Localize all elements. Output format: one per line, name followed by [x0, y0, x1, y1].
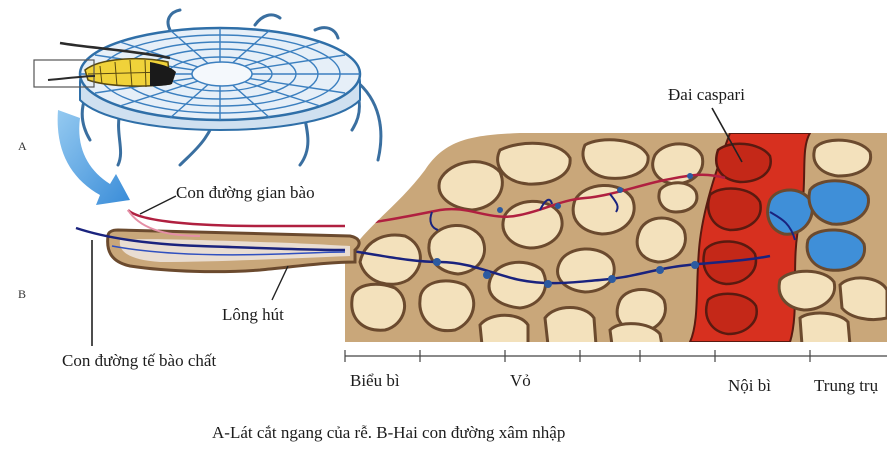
scale-label-cortex: Vỏ — [510, 372, 531, 389]
panel-label-b: B — [18, 288, 26, 300]
label-casparian-strip: Đai caspari — [668, 86, 745, 103]
label-root-hair: Lông hút — [222, 306, 284, 323]
scale-label-epidermis: Biểu bì — [350, 372, 400, 389]
figure-caption: A-Lát cắt ngang của rễ. B-Hai con đường … — [212, 424, 565, 441]
root-cross-section — [34, 10, 381, 165]
scale-label-stele: Trung trụ — [814, 377, 878, 394]
panel-label-a: A — [18, 140, 27, 152]
pointer-apoplast — [140, 196, 176, 214]
root-hair-cell — [76, 210, 359, 272]
pointer-root-hair — [272, 266, 288, 300]
label-symplast-path: Con đường tế bào chất — [62, 352, 216, 369]
scale-label-endodermis: Nội bì — [728, 377, 771, 394]
zone-scale — [345, 350, 887, 362]
label-apoplast-path: Con đường gian bào — [176, 184, 315, 201]
